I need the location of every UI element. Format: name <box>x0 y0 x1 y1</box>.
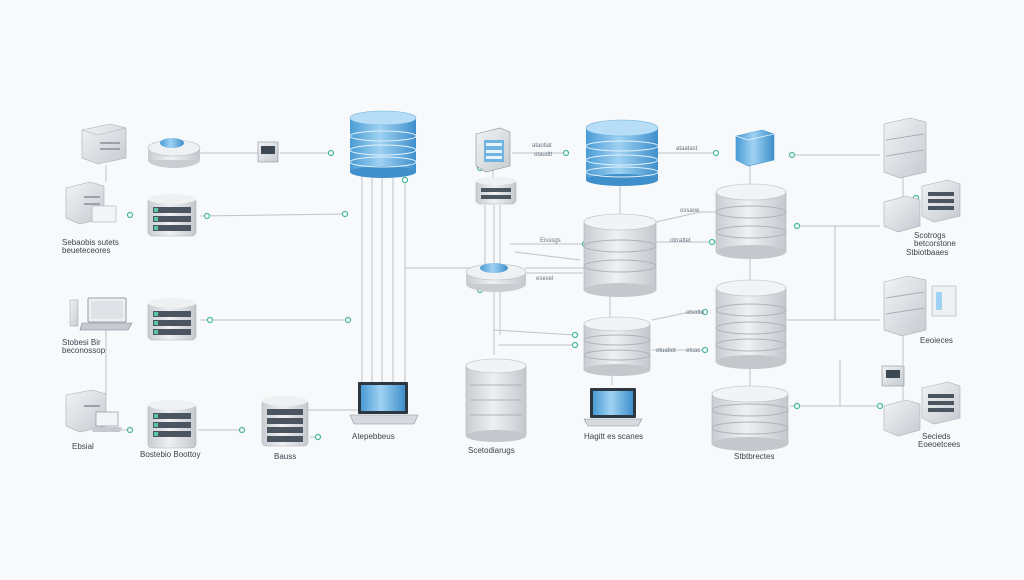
database-blue-icon <box>349 110 417 178</box>
node-label: Secieds <box>922 432 951 441</box>
link-line <box>199 213 346 217</box>
link-label: ataotiat <box>532 143 552 149</box>
database-blue-icon <box>585 119 659 186</box>
connector-dot <box>793 402 801 410</box>
node-label: Scotrogs <box>914 231 946 240</box>
connector-dot <box>793 222 801 230</box>
link-label: ossaoe <box>680 208 700 214</box>
tower-server-icon <box>883 117 927 179</box>
storage-box-icon <box>735 129 775 167</box>
link-line <box>651 311 705 321</box>
node-label: Stobesi Bir <box>62 338 101 347</box>
laptop-icon <box>69 297 133 331</box>
node-label: Bauss <box>274 452 297 461</box>
link-line <box>655 211 716 223</box>
tower-server-icon <box>81 123 127 165</box>
connector-dot <box>562 149 570 157</box>
link-label: esesel <box>536 276 554 282</box>
link-line <box>797 360 841 407</box>
rack-server-icon <box>147 298 197 341</box>
tower-server-icon <box>65 181 117 225</box>
link-label: etcac <box>686 348 701 354</box>
connector-dot <box>314 433 322 441</box>
connector-dot <box>876 402 884 410</box>
router-icon <box>465 263 527 292</box>
node-label: beueteceores <box>62 246 111 255</box>
tower-server-icon <box>65 389 122 433</box>
rack-server-icon <box>475 177 517 205</box>
database-gray-icon <box>583 316 651 376</box>
connector-dot <box>344 316 352 324</box>
link-line <box>797 225 836 320</box>
rack-server-icon <box>883 179 961 233</box>
laptop-icon <box>349 382 419 425</box>
rack-server-icon <box>147 194 197 237</box>
switch-icon <box>257 141 279 163</box>
connector-dot <box>126 426 134 434</box>
connector-dot <box>126 211 134 219</box>
connector-dot <box>341 210 349 218</box>
link-label: otaudtt <box>534 152 553 158</box>
router-icon <box>147 138 201 168</box>
connector-dot <box>571 341 579 349</box>
node-label: Ebsial <box>72 442 94 451</box>
node-label: Bostebio Boottoy <box>140 450 201 459</box>
connector-dot <box>203 212 211 220</box>
node-label: Eeoieces <box>920 336 953 345</box>
link-line <box>514 251 581 261</box>
database-gray-icon <box>715 279 787 369</box>
connector-dot <box>238 426 246 434</box>
rack-server-icon <box>883 381 961 437</box>
connector-dot <box>712 149 720 157</box>
rack-server-icon <box>261 396 309 447</box>
tower-server-icon <box>883 275 957 337</box>
node-label: betcorstone <box>914 239 956 248</box>
node-label: Eoeoetcees <box>918 440 961 449</box>
connector-dot <box>701 346 709 354</box>
link-label: Eisssgs <box>540 238 561 244</box>
node-label: Stbtbrectes <box>734 452 775 461</box>
node-label: Scetodiarugs <box>468 446 515 455</box>
laptop-icon <box>583 388 643 427</box>
database-gray-icon <box>465 358 527 442</box>
node-label: beconossop <box>62 346 106 355</box>
connector-dot <box>701 308 709 316</box>
connector-dot <box>788 151 796 159</box>
connector-dot <box>401 176 409 184</box>
link-label: ataatast <box>676 146 698 152</box>
rack-server-icon <box>147 400 197 449</box>
database-gray-icon <box>711 385 789 451</box>
connector-dot <box>206 316 214 324</box>
connector-dot <box>708 238 716 246</box>
link-label: otuatiot <box>656 348 676 354</box>
connector-dot <box>327 149 335 157</box>
node-label: Stbiotbaaes <box>906 248 949 257</box>
link-label: otsotta <box>686 310 705 316</box>
database-gray-icon <box>715 183 787 259</box>
switch-icon <box>881 365 905 387</box>
database-gray-icon <box>583 213 657 297</box>
node-label: Hagitt es scanes <box>584 432 644 441</box>
node-label: Atepebbeus <box>352 432 395 441</box>
node-label: Sebaobis sutets <box>62 238 119 247</box>
link-label: otrrattet <box>670 238 691 244</box>
connector-dot <box>571 331 579 339</box>
server-box-icon <box>475 127 511 173</box>
